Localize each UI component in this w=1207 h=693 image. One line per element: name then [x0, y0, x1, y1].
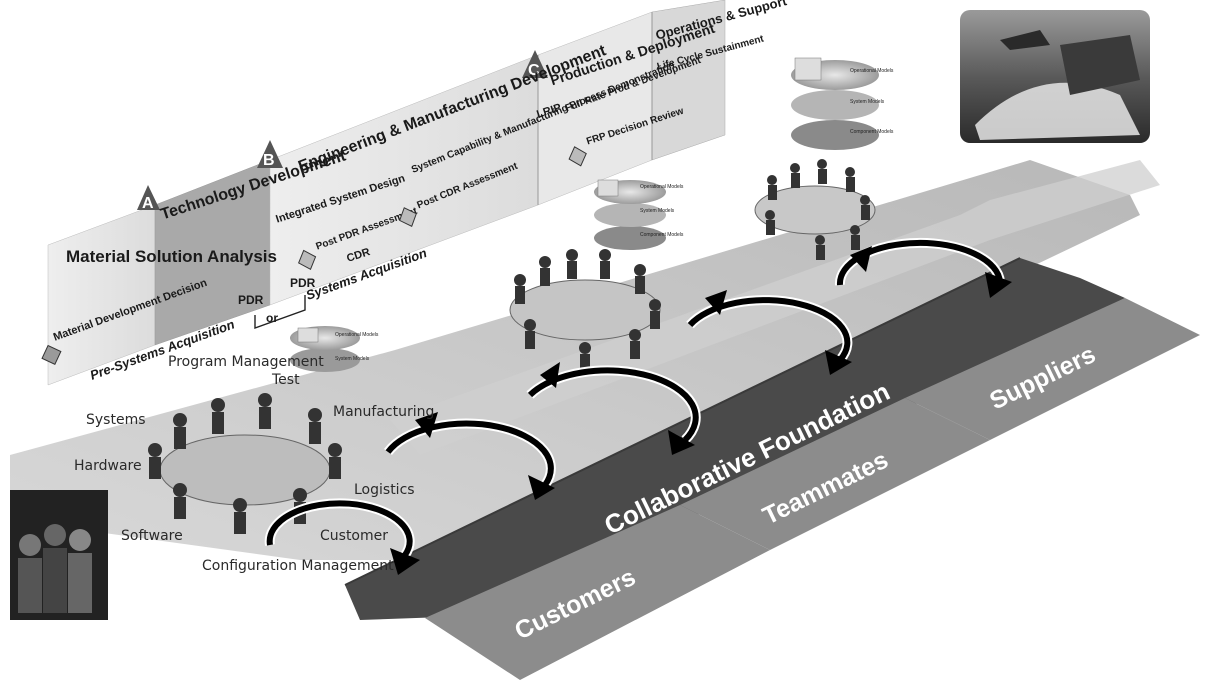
- customers-band: [425, 505, 770, 680]
- team-circle-1: [148, 393, 342, 534]
- model-stack-small: Operational Models System Models: [290, 326, 379, 372]
- collaborative-foundation-band: [345, 258, 1125, 620]
- svg-text:Component Models: Component Models: [640, 232, 684, 238]
- pdr-right-label: PDR: [290, 276, 316, 290]
- team-circle-3: [754, 159, 876, 260]
- role-systems-label: Systems: [86, 412, 146, 428]
- svg-text:Operational Models: Operational Models: [850, 68, 894, 74]
- milestone-c-marker: C: [522, 50, 548, 79]
- svg-text:or: or: [266, 311, 278, 325]
- role-program-label: Program Management: [168, 354, 324, 370]
- role-hardware-label: Hardware: [74, 458, 142, 474]
- svg-text:B: B: [263, 152, 275, 169]
- cycle-arrow-3: [526, 362, 701, 455]
- milestone-a-marker: A: [137, 185, 160, 212]
- role-configuration-label: Configuration Management: [202, 558, 394, 574]
- team-circle-2: [509, 249, 661, 372]
- svg-text:Operational Models: Operational Models: [640, 184, 684, 190]
- role-manufacturing-label: Manufacturing: [333, 404, 434, 420]
- svg-text:Material Solution Analysis: Material Solution Analysis: [66, 247, 277, 266]
- model-stack-middle: Operational Models System Models Compone…: [594, 179, 684, 250]
- cycle-arrow-1: [264, 498, 420, 575]
- milestone-b-marker: B: [257, 140, 283, 169]
- cycle-arrow-4: [686, 290, 853, 375]
- svg-text:System Models: System Models: [640, 208, 675, 214]
- svg-text:A: A: [142, 195, 154, 212]
- svg-text:Component Models: Component Models: [850, 129, 894, 135]
- role-software-label: Software: [121, 528, 183, 544]
- teammates-band: [680, 398, 990, 550]
- or-connector: or: [254, 295, 306, 329]
- cycle-arrow-2: [383, 412, 556, 500]
- floor-arrow-shaft: [390, 160, 1160, 455]
- material-solution-analysis-title: Material Solution Analysis: [66, 247, 277, 266]
- suppliers-band: [905, 298, 1200, 440]
- role-logistics-label: Logistics: [354, 482, 415, 498]
- personnel-photo: [10, 490, 108, 620]
- role-test-label: Test: [271, 372, 300, 388]
- svg-text:System Models: System Models: [850, 99, 885, 105]
- svg-text:C: C: [528, 62, 540, 79]
- model-stack-right: Operational Models System Models Compone…: [791, 57, 894, 150]
- cycle-arrow-5: [834, 237, 1012, 298]
- ship-jet-photo: [960, 10, 1150, 143]
- svg-text:Operational Models: Operational Models: [335, 332, 379, 338]
- role-customer-label: Customer: [320, 528, 388, 544]
- pdr-left-label: PDR: [238, 293, 264, 307]
- svg-text:System Models: System Models: [335, 356, 370, 362]
